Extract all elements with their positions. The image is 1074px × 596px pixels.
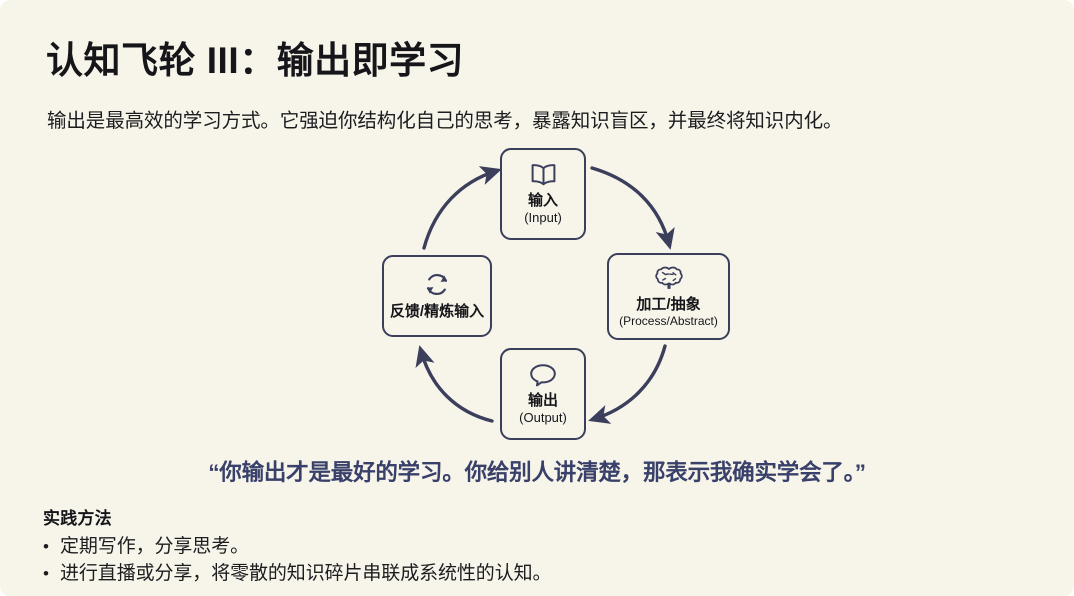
node-label-en: (Output) xyxy=(519,410,567,426)
page-subtitle: 输出是最高效的学习方式。它强迫你结构化自己的思考，暴露知识盲区，并最终将知识内化… xyxy=(47,110,843,132)
refresh-cycle-icon xyxy=(423,271,451,298)
diagram-node-input[interactable]: 输入 (Input) xyxy=(500,148,586,240)
node-label-en: (Input) xyxy=(524,210,562,226)
node-label-zh: 加工/抽象 xyxy=(636,295,701,313)
node-label-en: (Process/Abstract) xyxy=(619,313,718,328)
list-item-text: 定期写作，分享思考。 xyxy=(60,536,250,557)
speech-bubble-icon xyxy=(528,362,558,387)
cognitive-flywheel-diagram: 输入 (Input) 加工/抽象 (Process/Abstract) xyxy=(352,140,732,450)
arrow-input-to-process xyxy=(590,166,675,250)
diagram-node-output[interactable]: 输出 (Output) xyxy=(500,348,586,440)
practice-heading: 实践方法 xyxy=(43,509,112,528)
arrow-process-to-output xyxy=(588,344,667,424)
diagram-node-feedback[interactable]: 反馈/精炼输入 xyxy=(382,255,492,337)
brain-icon xyxy=(654,265,684,291)
open-book-icon xyxy=(529,162,558,187)
diagram-node-process[interactable]: 加工/抽象 (Process/Abstract) xyxy=(607,253,730,340)
diagram-arrows xyxy=(415,166,675,424)
node-label-zh: 输出 xyxy=(527,392,558,410)
arrow-feedback-to-input xyxy=(422,166,502,250)
node-label-zh: 反馈/精炼输入 xyxy=(389,303,485,321)
list-item: • 进行直播或分享，将零散的知识碎片串联成系统性的认知。 xyxy=(43,561,552,588)
node-label-zh: 输入 xyxy=(527,192,558,210)
highlight-quote: “你输出才是最好的学习。你给别人讲清楚，那表示我确实学会了。” xyxy=(208,460,866,485)
list-item-text: 进行直播或分享，将零散的知识碎片串联成系统性的认知。 xyxy=(60,562,552,584)
list-item: • 定期写作，分享思考。 xyxy=(43,534,551,561)
practice-section: 实践方法 • 定期写作，分享思考。 • 进行直播或分享，将零散的知识碎片串联成系… xyxy=(43,504,552,588)
arrow-output-to-feedback xyxy=(415,345,494,423)
page-title: 认知飞轮 III：输出即学习 xyxy=(46,40,465,81)
bullet-marker-icon: • xyxy=(43,537,49,556)
bullet-marker-icon: • xyxy=(43,563,49,583)
